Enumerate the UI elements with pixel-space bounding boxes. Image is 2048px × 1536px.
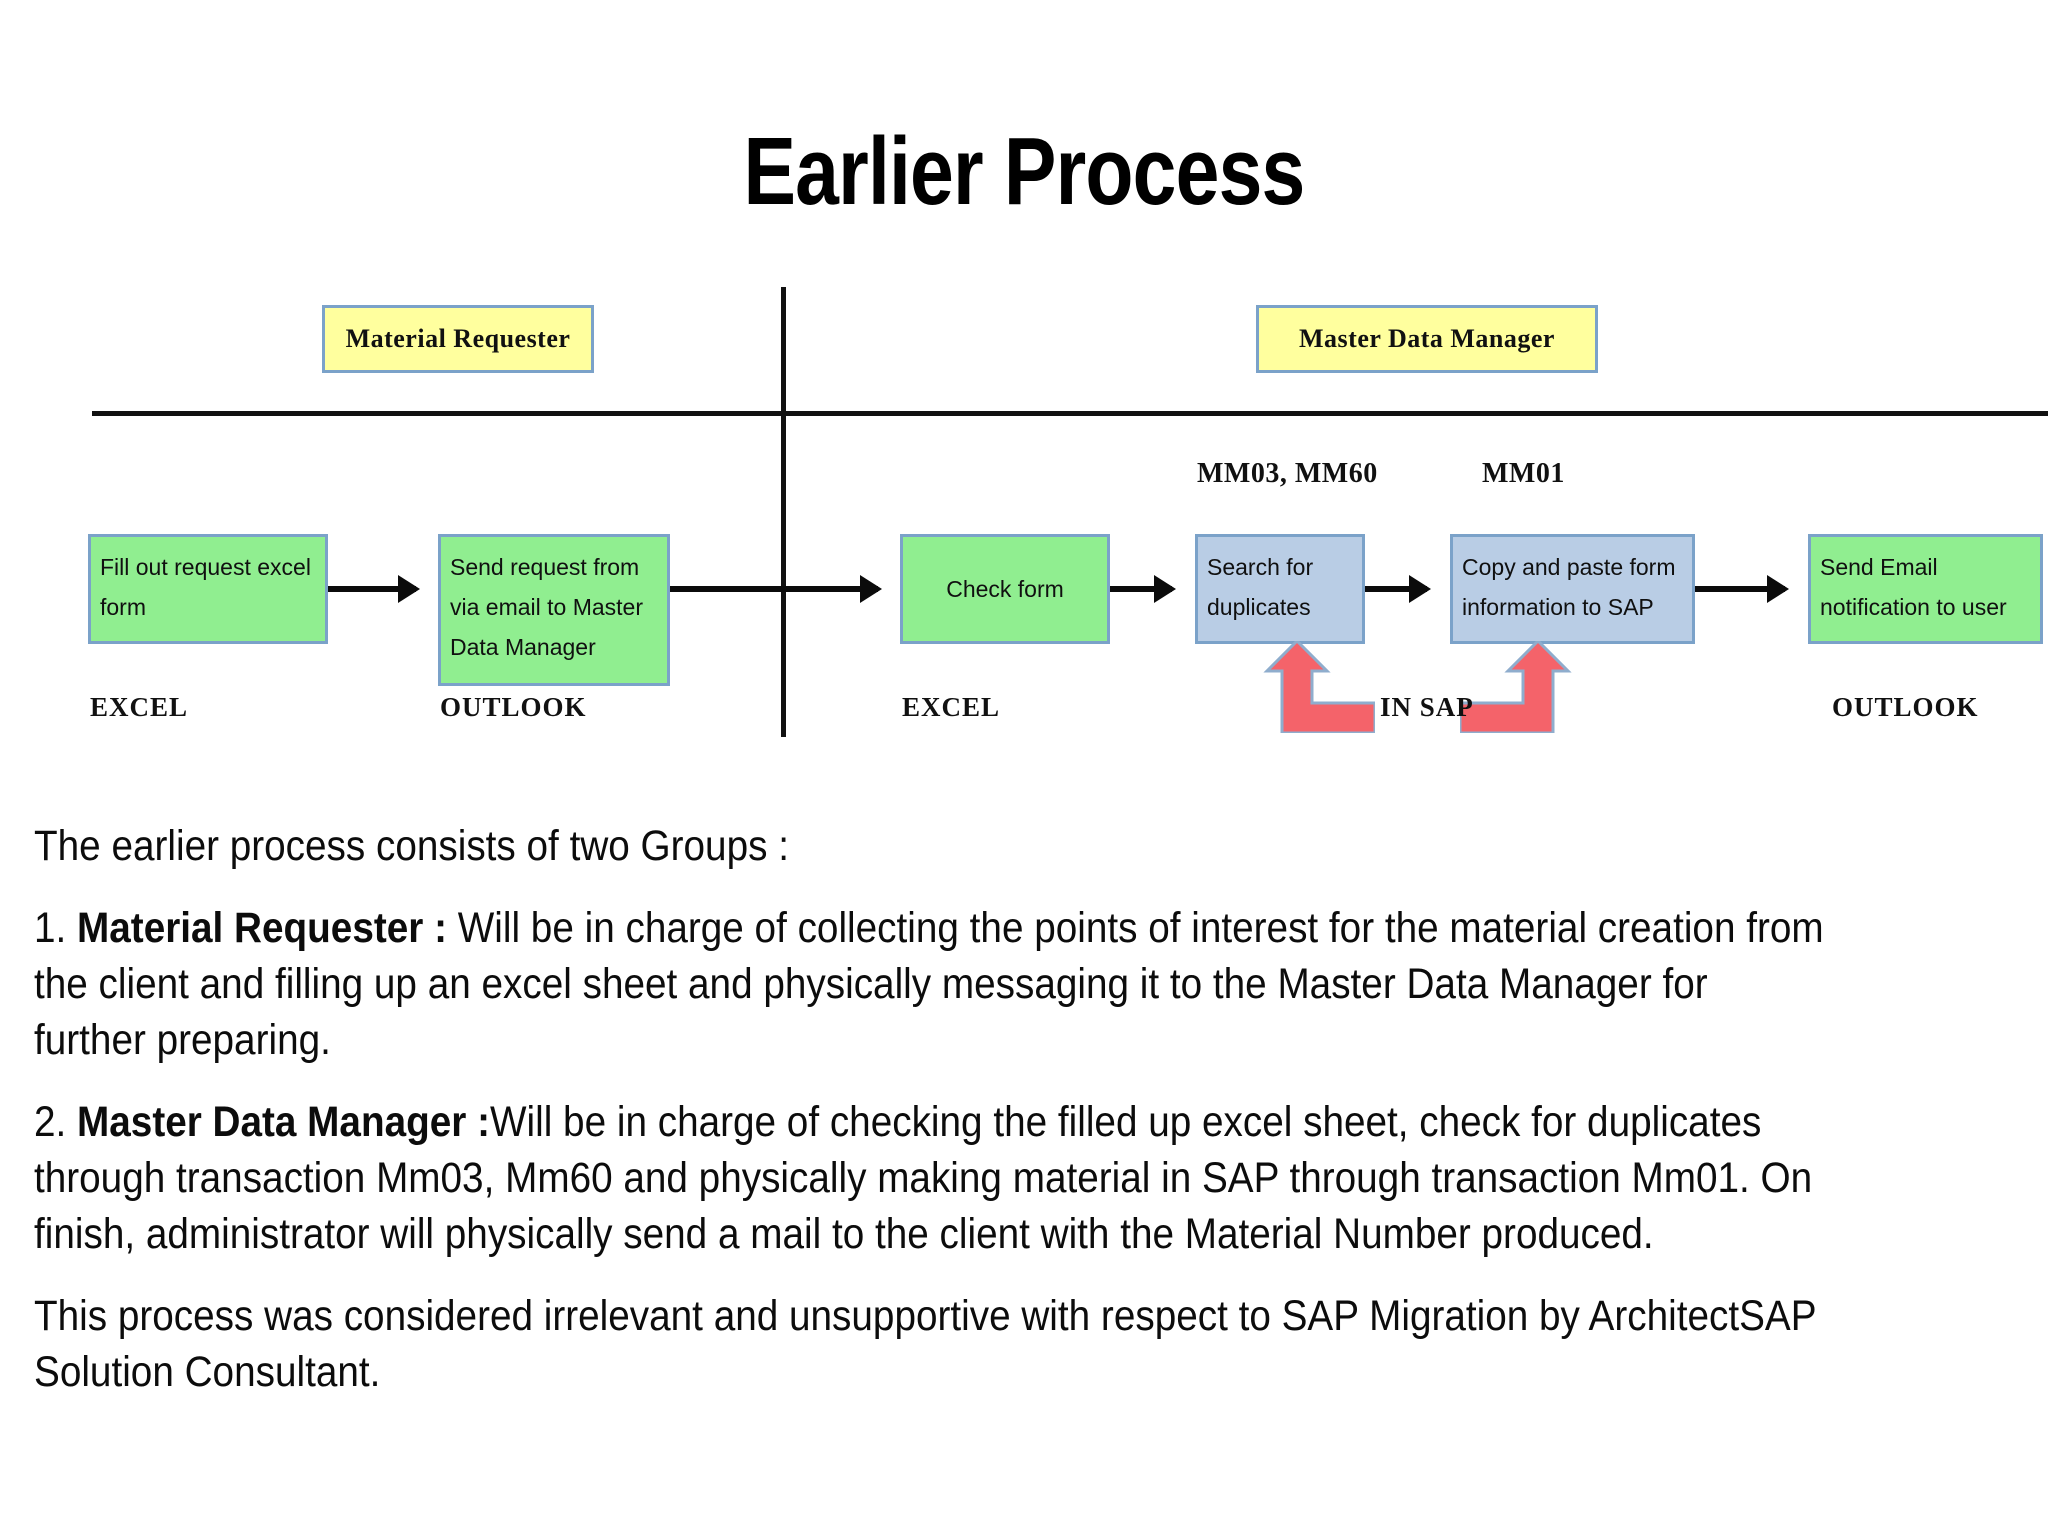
tool-caption-outlook-2: OUTLOOK [1832,692,1979,722]
connector-arrow-2 [670,575,882,603]
transaction-label-mm03-mm60: MM03, MM60 [1197,458,1378,489]
process-box-send-request-via-email[interactable]: Send request from via email to Master Da… [438,534,670,686]
swimlane-label: Material Requester [345,324,571,353]
item-1-text: Will be in charge of collecting the poin… [34,904,1824,1064]
tool-caption-in-sap: IN SAP [1380,692,1474,722]
process-box-search-for-duplicates[interactable]: Search for duplicates [1195,534,1365,644]
closing-text: This process was considered irrelevant a… [34,1292,1816,1396]
tool-caption-excel-1: EXCEL [90,692,189,722]
tool-caption-excel-2: EXCEL [902,692,1001,722]
swimlane-header-material-requester: Material Requester [322,305,594,373]
red-bent-arrow-icon-left [1263,641,1375,733]
page-title: Earlier Process [743,118,1305,225]
paragraph-item-2: 2. Master Data Manager :Will be in charg… [34,1094,1825,1262]
swimlane-vertical-divider [781,287,786,737]
paragraph-intro: The earlier process consists of two Grou… [34,818,1825,874]
connector-arrow-5 [1695,575,1789,603]
item-1-term: Material Requester : [77,904,447,952]
transaction-label-mm01: MM01 [1482,458,1565,489]
process-box-copy-and-paste-form-information-to-sap[interactable]: Copy and paste form information to SAP [1450,534,1695,644]
item-2-number: 2. [34,1098,67,1146]
process-box-check-form[interactable]: Check form [900,534,1110,644]
connector-arrow-3 [1110,575,1176,603]
intro-text: The earlier process consists of two Grou… [34,822,789,870]
process-box-send-email-notification-to-user[interactable]: Send Email notification to user [1808,534,2043,644]
paragraph-item-1: 1. Material Requester : Will be in charg… [34,900,1825,1068]
swimlane-label: Master Data Manager [1299,324,1555,353]
body-copy: The earlier process consists of two Grou… [34,818,2024,1426]
item-2-text: Will be in charge of checking the filled… [34,1098,1813,1258]
process-flow-diagram: Material Requester Master Data Manager M… [88,287,2048,737]
paragraph-closing: This process was considered irrelevant a… [34,1288,1825,1400]
item-1-number: 1. [34,904,67,952]
connector-arrow-1 [328,575,420,603]
swimlane-header-master-data-manager: Master Data Manager [1256,305,1598,373]
tool-caption-outlook-1: OUTLOOK [440,692,587,722]
connector-arrow-4 [1365,575,1431,603]
item-2-term: Master Data Manager : [77,1098,490,1146]
red-bent-arrow-icon-right [1460,641,1572,733]
swimlane-horizontal-divider [92,411,2048,416]
process-box-fill-out-request-excel-form[interactable]: Fill out request excel form [88,534,328,644]
